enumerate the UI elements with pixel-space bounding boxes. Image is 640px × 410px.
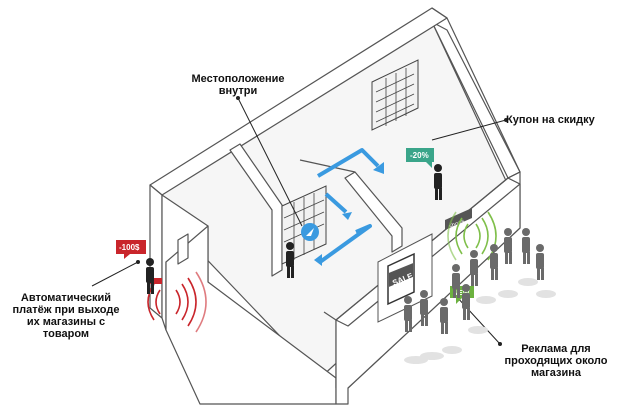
- person-icon: [522, 228, 530, 264]
- payment-tag-text: -100$: [119, 243, 140, 252]
- person-icon: [404, 296, 412, 332]
- sale-sign: SALE: [387, 252, 415, 306]
- person-icon: [146, 258, 154, 294]
- location-label: Местоположение внутри: [191, 73, 285, 97]
- shoes-text: shoes: [449, 219, 466, 231]
- person-icon: [452, 264, 460, 298]
- inner-wall: [177, 233, 189, 265]
- arrow-heads: [314, 162, 384, 266]
- new-tag-text: NEW: [453, 290, 470, 297]
- person-icon: [536, 244, 544, 280]
- people-inside: [146, 164, 442, 294]
- payment-tag-icon: -100$: [116, 240, 162, 284]
- partition-3: [299, 159, 356, 173]
- shelf-icon: [371, 59, 419, 131]
- person-icon: [462, 284, 470, 320]
- person-icon: [420, 290, 428, 326]
- payment-label: Автоматический платёж при выходе их мага…: [12, 292, 120, 340]
- person-icon: [504, 228, 512, 264]
- path-arrows: [316, 148, 380, 264]
- front-wall: [165, 225, 337, 405]
- person-icon: [434, 164, 442, 200]
- building: [149, 7, 521, 405]
- person-icon: [470, 250, 478, 286]
- location-marker-icon: [301, 223, 319, 241]
- coupon-label: Купон на скидку: [506, 114, 595, 126]
- people-shadows: [404, 278, 556, 364]
- roofline: [323, 7, 521, 321]
- partition-1: [229, 143, 283, 277]
- person-icon: [286, 242, 294, 278]
- coupon-tag-icon: -20%: [406, 148, 434, 168]
- ads-label: Реклама для проходящих около магазина: [504, 343, 608, 379]
- shoes-sign: shoes: [445, 208, 472, 230]
- leader-dots: [136, 96, 508, 346]
- people-outside: [404, 228, 544, 334]
- person-icon: [440, 298, 448, 334]
- coupon-tag-text: -20%: [410, 151, 429, 160]
- person-icon: [490, 244, 498, 280]
